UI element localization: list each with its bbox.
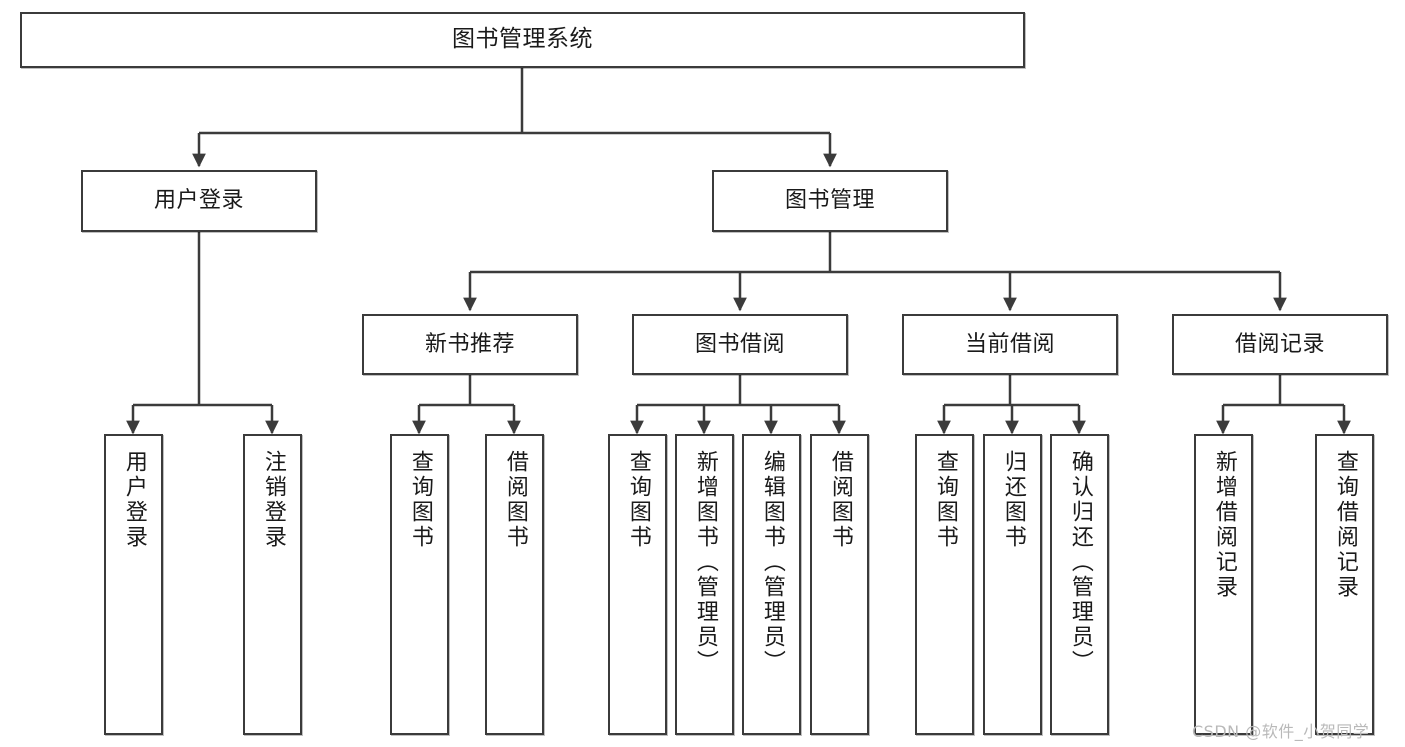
node-leaf-edit-book-admin[interactable]: 编辑图书（管理员） (742, 434, 801, 735)
node-leaf-confirm-return-admin[interactable]: 确认归还（管理员） (1050, 434, 1109, 735)
node-label: 图书借阅 (694, 331, 785, 357)
node-leaf-query-borrow-record[interactable]: 查询借阅记录 (1315, 434, 1374, 735)
node-new-book-recommend[interactable]: 新书推荐 (362, 314, 578, 375)
node-label: 查询图书 (932, 450, 958, 550)
node-label: 借阅图书 (827, 450, 853, 550)
node-leaf-return-book[interactable]: 归还图书 (983, 434, 1042, 735)
node-label: 注销登录 (260, 450, 286, 550)
node-label: 用户登录 (121, 450, 147, 550)
node-label: 新书推荐 (424, 331, 515, 357)
node-label: 当前借阅 (964, 331, 1055, 357)
node-label: 归还图书 (1000, 450, 1026, 550)
node-leaf-user-login[interactable]: 用户登录 (104, 434, 163, 735)
node-user-login[interactable]: 用户登录 (81, 170, 317, 232)
node-label: 查询图书 (407, 450, 433, 550)
node-label: 确认归还（管理员） (1067, 450, 1093, 675)
node-leaf-query-book-current[interactable]: 查询图书 (915, 434, 974, 735)
node-leaf-add-book-admin[interactable]: 新增图书（管理员） (675, 434, 734, 735)
node-leaf-logout-login[interactable]: 注销登录 (243, 434, 302, 735)
watermark-text: CSDN @软件_小贺同学 (1192, 722, 1370, 741)
node-label: 查询借阅记录 (1332, 450, 1358, 600)
node-book-borrow[interactable]: 图书借阅 (632, 314, 848, 375)
node-label: 新增借阅记录 (1211, 450, 1237, 600)
node-label: 查询图书 (625, 450, 651, 550)
node-root-book-management-system[interactable]: 图书管理系统 (20, 12, 1025, 68)
node-label: 图书管理 (784, 188, 875, 214)
node-book-management[interactable]: 图书管理 (712, 170, 948, 232)
node-leaf-query-book-recommend[interactable]: 查询图书 (390, 434, 449, 735)
node-label: 借阅记录 (1234, 331, 1325, 357)
node-label: 新增图书（管理员） (692, 450, 718, 675)
node-leaf-add-borrow-record[interactable]: 新增借阅记录 (1194, 434, 1253, 735)
node-label: 编辑图书（管理员） (759, 450, 785, 675)
node-leaf-query-book-borrow[interactable]: 查询图书 (608, 434, 667, 735)
node-label: 用户登录 (153, 188, 244, 214)
node-leaf-borrow-book-recommend[interactable]: 借阅图书 (485, 434, 544, 735)
node-label: 图书管理系统 (452, 26, 593, 53)
node-current-borrow[interactable]: 当前借阅 (902, 314, 1118, 375)
node-label: 借阅图书 (502, 450, 528, 550)
node-borrow-record[interactable]: 借阅记录 (1172, 314, 1388, 375)
node-leaf-borrow-book[interactable]: 借阅图书 (810, 434, 869, 735)
